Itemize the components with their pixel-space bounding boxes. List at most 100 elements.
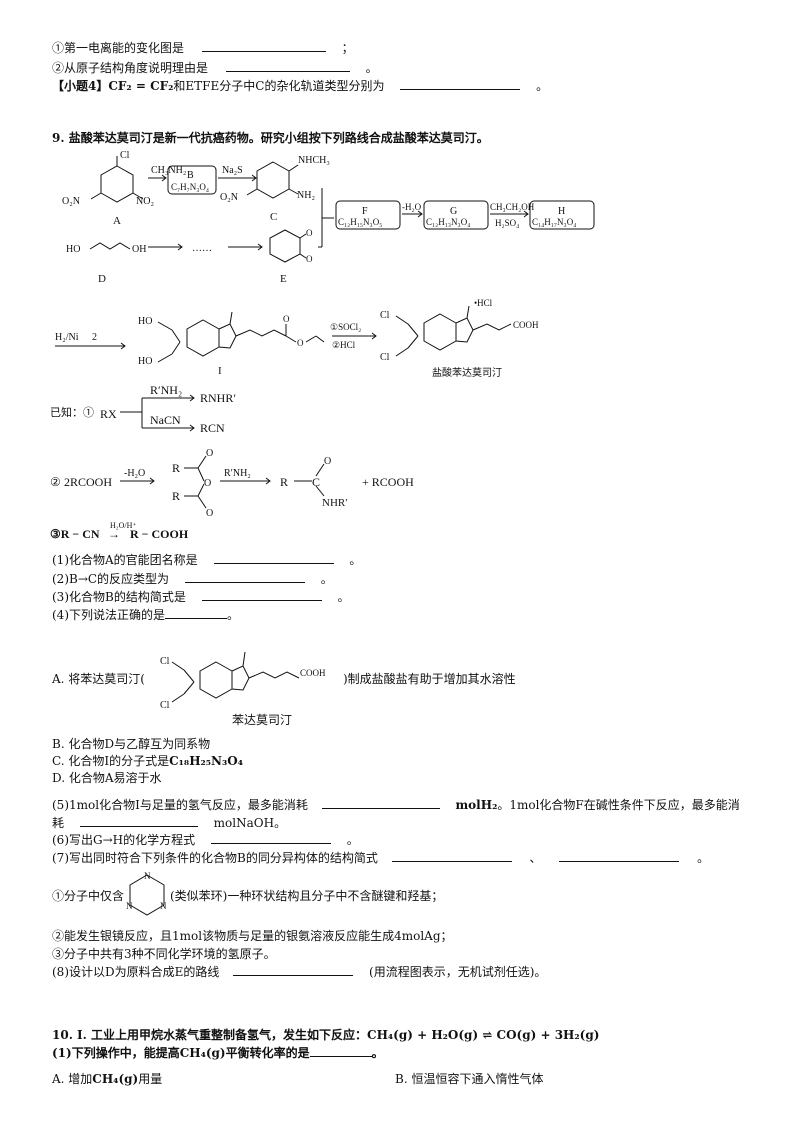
question-text: 平衡转化率的是: [225, 1046, 310, 1060]
question-text: (3)化合物B的结构简式是: [52, 590, 186, 604]
dots: ……: [192, 243, 212, 254]
molecular-formula: C₁₄H₁₇N₃O₄: [532, 217, 576, 227]
answer-blank[interactable]: [210, 832, 331, 844]
atom-label: O: [283, 314, 290, 324]
atom-label: NHR′: [322, 497, 348, 509]
byproduct: + RCOOH: [362, 475, 414, 489]
option-a[interactable]: A. 增加CH₄(g)用量: [52, 1071, 162, 1087]
question-text: 耗: [52, 816, 65, 830]
triazine-ring: N N N: [126, 871, 167, 916]
compound-box-g: [423, 200, 489, 230]
atom-label: NHCH₃: [298, 155, 330, 166]
reagent-label: -H₂O: [402, 202, 422, 212]
formula: C₁₈H₂₅N₃O₄: [169, 754, 243, 768]
question-text: 10. Ⅰ. 工业上用甲烷水蒸气重整制备氢气，发生如下反应：: [52, 1028, 368, 1042]
question-text: (1)下列操作中，能提高: [52, 1046, 180, 1060]
atom-label: R: [172, 489, 180, 503]
question-title: 9. 盐酸苯达莫司汀是新一代抗癌药物。研究小组按下列路线合成盐酸苯达莫司汀。: [52, 131, 489, 145]
formula: CH₄(g): [179, 1046, 226, 1060]
compound-label: E: [280, 273, 287, 285]
punctuation: 、: [529, 851, 542, 865]
option-d[interactable]: D. 化合物A易溶于水: [52, 771, 162, 785]
atom-label: Cl: [380, 310, 390, 321]
answer-blank[interactable]: [165, 607, 227, 619]
answer-blank[interactable]: [559, 850, 680, 862]
answer-blank[interactable]: [400, 78, 521, 90]
question-text: (6)写出G→H的化学方程式: [52, 833, 196, 847]
answer-blank[interactable]: [321, 797, 440, 809]
reagent-label: 2: [92, 332, 97, 343]
atom-label: Cl: [160, 656, 170, 667]
atom-label: COOH: [300, 668, 326, 678]
atom-label: N: [126, 901, 133, 911]
reagent-label: Na₂S: [222, 165, 243, 176]
sub-question-5-line2: 耗 molNaOH。: [52, 815, 286, 831]
option-a-post: )制成盐酸盐有助于增加其水溶性: [343, 672, 516, 686]
sub-question-6: (6)写出G→H的化学方程式 。: [52, 832, 359, 848]
equation: CH₄(g) + H₂O(g) ⇌ CO(g) + 3H₂(g): [367, 1028, 600, 1042]
compound-label: C: [270, 211, 277, 223]
answer-blank[interactable]: [79, 815, 198, 827]
atom-label: O: [324, 456, 331, 467]
compound-box-h: [529, 200, 595, 230]
product: R − COOH: [130, 527, 189, 541]
compound-box-label: G: [450, 206, 457, 217]
answer-blank[interactable]: [201, 40, 326, 52]
answer-blank[interactable]: [213, 552, 334, 564]
option-text: C. 化合物I的分子式是: [52, 754, 170, 768]
answer-blank[interactable]: [309, 1045, 372, 1057]
option-a[interactable]: A. 将苯达莫司汀(: [52, 671, 145, 687]
atom-label: OH: [132, 244, 146, 255]
question-text: (7)写出同时符合下列条件的化合物B的同分异构体的结构简式: [52, 851, 378, 865]
arrow: →: [108, 527, 120, 541]
reactant: 2RCOOH: [64, 475, 112, 489]
option-c[interactable]: C. 化合物I的分子式是C₁₈H₂₅N₃O₄: [52, 753, 243, 769]
answer-blank[interactable]: [201, 589, 322, 601]
molecular-formula: C₇H₇N₃O₄: [171, 182, 209, 192]
reagent-label: H₂/Ni: [55, 332, 79, 343]
option-b[interactable]: B. 恒温恒容下通入惰性气体: [395, 1072, 544, 1086]
atom-label: N: [144, 871, 151, 881]
sub-question-3: (3)化合物B的结构简式是 。: [52, 589, 350, 605]
compound-box-b: [167, 165, 217, 195]
compound-box-label: H: [558, 206, 565, 217]
answer-blank[interactable]: [184, 571, 305, 583]
benzene-ring-a: [100, 165, 134, 203]
punctuation: 。: [227, 608, 240, 622]
question-text: (5)1mol化合物I与足量的氢气反应，最多能消耗: [52, 798, 308, 812]
option-b[interactable]: B. 化合物D与乙醇互为同系物: [52, 737, 211, 751]
answer-blank[interactable]: [391, 850, 512, 862]
atom-label: HO: [138, 356, 152, 367]
option-text: A. 增加: [52, 1072, 93, 1086]
condition-2: ②能发生银镜反应，且1mol该物质与足量的银氨溶液反应能生成4molAg；: [52, 929, 453, 943]
punctuation: 。: [349, 553, 362, 567]
formula: CF₂ = CF₂: [108, 79, 174, 93]
question-line: ①第一电离能的变化图是 ；: [52, 40, 354, 56]
compound-box-label: F: [362, 206, 368, 217]
question-text: (用流程图表示，无机试剂任选)。: [369, 965, 547, 979]
atom-label: Cl: [160, 700, 170, 711]
question-text: (1)化合物A的官能团名称是: [52, 553, 198, 567]
salt-label: •HCl: [474, 298, 493, 308]
compound-label: A: [113, 215, 121, 227]
option-text: A. 将苯达莫司汀(: [52, 672, 145, 686]
answer-blank[interactable]: [233, 964, 354, 976]
question-text: ①第一电离能的变化图是: [52, 41, 185, 55]
question-line: ②从原子结构角度说明理由是 。: [52, 60, 378, 76]
reagent-label: NaCN: [150, 413, 181, 427]
condition-1: ①分子中仅含: [52, 888, 124, 904]
compound-box-label: B: [187, 170, 194, 181]
compound-box-f: [335, 200, 401, 230]
answer-blank[interactable]: [225, 60, 350, 72]
atom-label: R: [172, 461, 180, 475]
punctuation: 。: [346, 833, 359, 847]
atom-label: O: [204, 478, 211, 489]
question-text: (4)下列说法正确的是: [52, 608, 165, 622]
question-title: 10. Ⅰ. 工业上用甲烷水蒸气重整制备氢气，发生如下反应：CH₄(g) + H…: [52, 1027, 599, 1043]
unit: molH₂: [455, 798, 498, 812]
condition-3: ③分子中共有3种不同化学环境的氢原子。: [52, 947, 276, 961]
compound-label: I: [218, 365, 222, 377]
punctuation: 。: [320, 572, 333, 586]
reactant: RX: [100, 407, 117, 421]
punctuation: 。: [536, 79, 549, 93]
